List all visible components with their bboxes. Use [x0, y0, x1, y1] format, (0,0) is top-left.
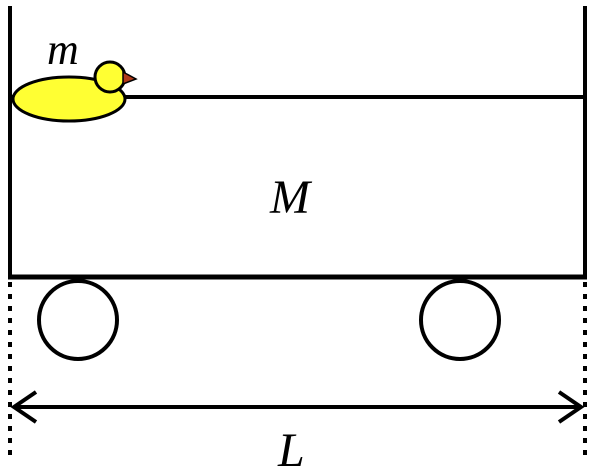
wheels: [37, 279, 501, 361]
duck-head: [93, 60, 127, 94]
duck: [11, 60, 138, 123]
duck-beak: [122, 70, 138, 86]
length-label: L: [277, 424, 305, 471]
duck-body: [11, 75, 127, 123]
cart-mass-label: M: [269, 171, 313, 224]
cart: [8, 6, 587, 280]
right-arrowhead: [557, 390, 585, 424]
duck-mass-label: m: [47, 25, 79, 74]
length-dimension-arrow: [10, 390, 585, 424]
left-wheel: [37, 279, 119, 361]
left-arrowhead: [10, 390, 38, 424]
right-wheel: [419, 279, 501, 361]
